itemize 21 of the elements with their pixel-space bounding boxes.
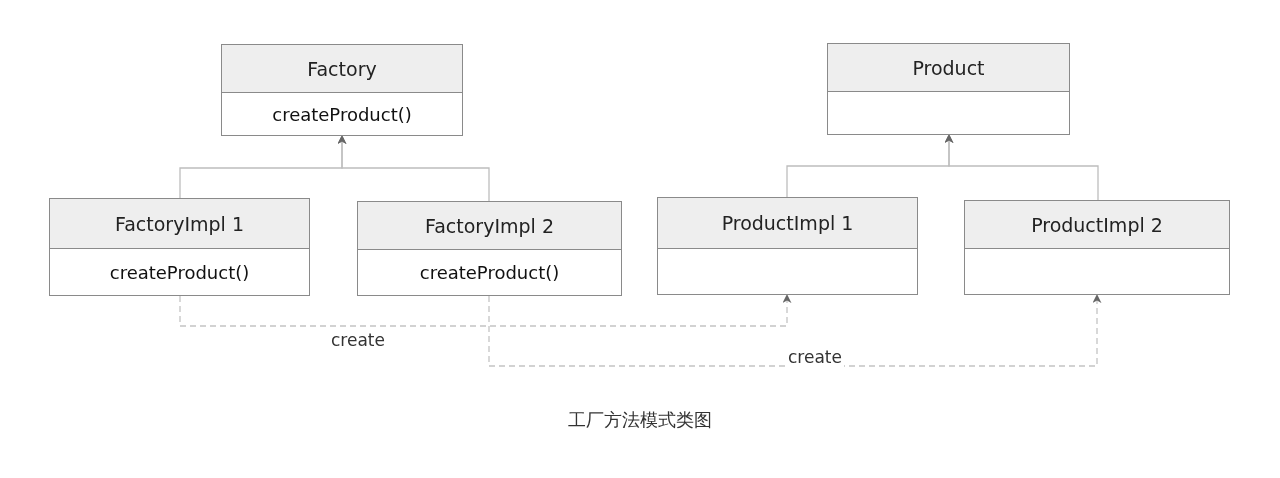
class-box <box>657 197 918 295</box>
method-name: createProduct() <box>419 262 560 283</box>
inheritance-arrow <box>944 134 1099 201</box>
class-box <box>221 44 463 136</box>
caption: 工厂方法模式类图 <box>568 409 712 430</box>
method-name: createProduct() <box>109 261 250 283</box>
dependency-arrow <box>488 294 1102 367</box>
dependency-arrow <box>179 294 792 327</box>
class-name: Factory <box>307 57 377 80</box>
class-name: ProductImpl 2 <box>1031 213 1163 236</box>
class-name: ProductImpl 1 <box>721 212 854 234</box>
class-name: FactoryImpl 1 <box>115 212 244 235</box>
class-box <box>827 43 1070 135</box>
class-box <box>357 201 622 296</box>
edge-label: create <box>786 347 844 367</box>
method-name: createProduct() <box>272 103 412 125</box>
class-box <box>49 198 310 296</box>
class-box <box>964 200 1230 295</box>
class-name: Product <box>912 56 985 79</box>
inheritance-arrow <box>337 135 490 202</box>
class-name: FactoryImpl 2 <box>425 214 554 237</box>
